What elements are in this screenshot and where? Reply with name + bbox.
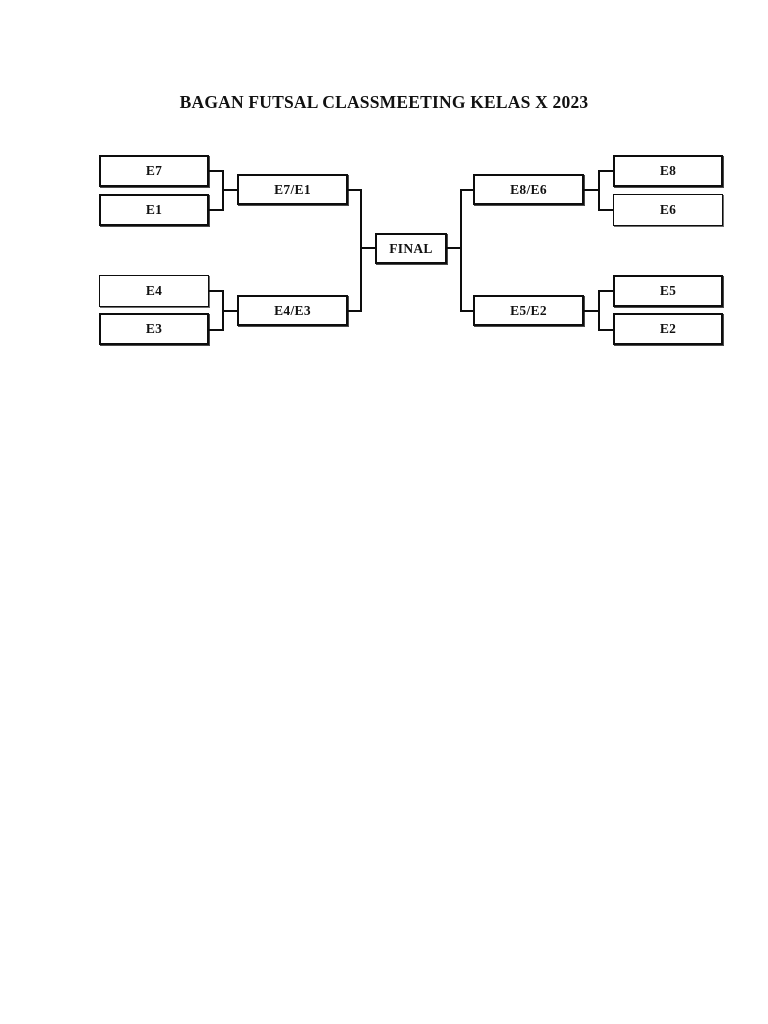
connector-right-bottom-vertical	[598, 290, 600, 331]
connector-right-bottom-feed	[584, 310, 600, 312]
team-box-e7[interactable]: E7	[99, 155, 209, 187]
connector-e6-stub	[598, 209, 613, 211]
semifinal-box-e5-e2[interactable]: E5/E2	[473, 295, 584, 326]
team-box-e8[interactable]: E8	[613, 155, 723, 187]
semifinal-box-e4-e3[interactable]: E4/E3	[237, 295, 348, 326]
semifinal-box-e8-e6[interactable]: E8/E6	[473, 174, 584, 205]
final-box[interactable]: FINAL	[375, 233, 447, 264]
connector-semi-right-top-in	[460, 189, 474, 191]
connector-e2-stub	[598, 329, 613, 331]
connector-e3-stub	[209, 329, 224, 331]
connector-left-top-feed	[222, 189, 238, 191]
page-title: BAGAN FUTSAL CLASSMEETING KELAS X 2023	[179, 92, 589, 112]
connector-right-top-vertical	[598, 170, 600, 211]
team-box-e6[interactable]: E6	[613, 194, 723, 226]
connector-e8-stub	[598, 170, 613, 172]
connector-left-final-feed	[360, 247, 376, 249]
connector-e5-stub	[598, 290, 613, 292]
connector-left-final-vertical	[360, 189, 362, 312]
connector-e4-stub	[209, 290, 224, 292]
team-box-e1[interactable]: E1	[99, 194, 209, 226]
connector-e7-stub	[209, 170, 224, 172]
team-box-e4[interactable]: E4	[99, 275, 209, 307]
connector-right-top-feed	[584, 189, 600, 191]
connector-left-bottom-feed	[222, 310, 238, 312]
team-box-e2[interactable]: E2	[613, 313, 723, 345]
connector-semi-left-bottom-out	[348, 310, 362, 312]
connector-right-final-vertical	[460, 189, 462, 312]
connector-right-final-feed	[446, 247, 462, 249]
semifinal-box-e7-e1[interactable]: E7/E1	[237, 174, 348, 205]
connector-e1-stub	[209, 209, 224, 211]
connector-semi-right-bottom-in	[460, 310, 474, 312]
connector-semi-left-top-out	[348, 189, 362, 191]
team-box-e3[interactable]: E3	[99, 313, 209, 345]
team-box-e5[interactable]: E5	[613, 275, 723, 307]
